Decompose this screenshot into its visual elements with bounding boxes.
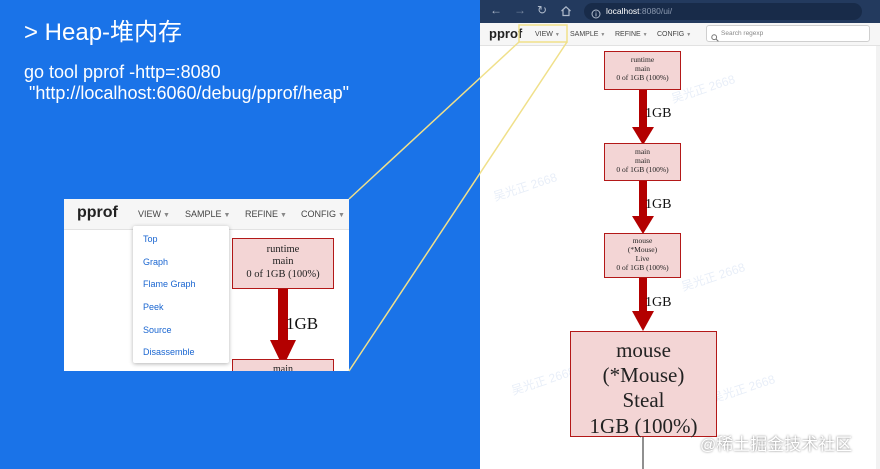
node-line: runtime bbox=[630, 55, 655, 64]
inset-menu-sample[interactable]: SAMPLE▼ bbox=[185, 209, 230, 219]
forward-arrow-icon[interactable]: → bbox=[514, 3, 526, 17]
node-line: 0 of 1GB (100%) bbox=[616, 164, 669, 174]
juejin-badge: @稀土掘金技术社区 bbox=[700, 430, 852, 455]
node-line: main bbox=[273, 364, 293, 371]
node-line: main bbox=[635, 147, 650, 156]
inset-menu-refine-label: REFINE bbox=[245, 209, 279, 219]
search-input[interactable] bbox=[721, 28, 867, 39]
graph-edge-label: 1GB bbox=[645, 295, 672, 310]
dropdown-item-peek[interactable]: Peek bbox=[143, 302, 164, 312]
inset-node-main-partial[interactable]: main bbox=[232, 359, 334, 371]
badge-at: @ bbox=[700, 437, 717, 454]
node-line: 0 of 1GB (100%) bbox=[246, 268, 320, 280]
command-line-2: "http://localhost:6060/debug/pprof/heap" bbox=[29, 83, 350, 103]
menu-refine-label: REFINE bbox=[615, 31, 641, 38]
node-line: 1GB (100%) bbox=[589, 413, 698, 438]
inset-toolbar: pprof VIEW▼ SAMPLE▼ REFINE▼ CONFIG▼ bbox=[64, 199, 349, 230]
reload-icon[interactable]: ↻ bbox=[537, 3, 548, 17]
node-line: main bbox=[272, 256, 294, 268]
graph-node-main-main[interactable]: main main 0 of 1GB (100%) bbox=[604, 143, 681, 181]
dropdown-item-flame-graph[interactable]: Flame Graph bbox=[143, 279, 196, 289]
chevron-down-icon: ▼ bbox=[642, 32, 648, 38]
menu-config-label: CONFIG bbox=[657, 31, 685, 38]
inset-menu-view-label: VIEW bbox=[138, 209, 162, 219]
graph-node-runtime-main[interactable]: runtime main 0 of 1GB (100%) bbox=[604, 51, 681, 90]
browser-window: ← → ↻ localhost:8080/ui/ pprof VIEW▼ SAM… bbox=[480, 0, 880, 469]
chevron-down-icon: ▼ bbox=[280, 212, 287, 219]
menu-config[interactable]: CONFIG▼ bbox=[657, 31, 691, 38]
menu-sample[interactable]: SAMPLE▼ bbox=[570, 31, 605, 38]
inset-menu-sample-label: SAMPLE bbox=[185, 209, 222, 219]
inset-menu-config[interactable]: CONFIG▼ bbox=[301, 209, 345, 219]
dropdown-item-top[interactable]: Top bbox=[143, 234, 158, 244]
chevron-down-icon: ▼ bbox=[338, 212, 345, 219]
chevron-down-icon: ▼ bbox=[163, 212, 170, 219]
node-line: main bbox=[635, 63, 650, 73]
node-line: mouse bbox=[616, 338, 671, 362]
menu-sample-label: SAMPLE bbox=[570, 31, 599, 38]
home-icon[interactable] bbox=[560, 4, 572, 22]
back-arrow-icon[interactable]: ← bbox=[490, 3, 502, 17]
graph-node-mouse-live[interactable]: mouse (*Mouse) Live 0 of 1GB (100%) bbox=[604, 233, 681, 278]
inset-node-runtime-main[interactable]: runtime main 0 of 1GB (100%) bbox=[232, 238, 334, 289]
graph-edge-label: 1GB bbox=[645, 197, 672, 212]
inset-menu-refine[interactable]: REFINE▼ bbox=[245, 209, 287, 219]
graph-node-mouse-steal[interactable]: mouse (*Mouse) Steal 1GB (100%) bbox=[570, 331, 717, 438]
inset-menu-view[interactable]: VIEW▼ bbox=[138, 209, 170, 219]
chevron-down-icon: ▼ bbox=[223, 212, 231, 219]
node-line: 0 of 1GB (100%) bbox=[616, 262, 669, 272]
browser-chrome: ← → ↻ localhost:8080/ui/ bbox=[480, 0, 880, 23]
menu-refine[interactable]: REFINE▼ bbox=[615, 31, 648, 38]
graph-edge-label: 1GB bbox=[645, 106, 672, 121]
view-dropdown-menu: Top Graph Flame Graph Peek Source Disass… bbox=[133, 226, 229, 363]
search-box[interactable] bbox=[706, 25, 870, 42]
node-line: runtime bbox=[266, 244, 300, 255]
node-line: mouse bbox=[632, 236, 653, 245]
command-line-1: go tool pprof -http=:8080 bbox=[24, 62, 221, 82]
badge-text: 稀土掘金技术社区 bbox=[716, 435, 853, 454]
address-bar[interactable]: localhost:8080/ui/ bbox=[584, 3, 862, 20]
node-line: Live bbox=[635, 253, 650, 263]
inset-edge-label: 1GB bbox=[286, 314, 319, 333]
inset-edge-arrow bbox=[270, 289, 296, 367]
dropdown-item-source[interactable]: Source bbox=[143, 325, 172, 335]
node-line: main bbox=[635, 155, 650, 165]
pprof-logo: pprof bbox=[489, 26, 523, 41]
url-host: localhost bbox=[606, 6, 640, 16]
slide-title: > Heap-堆内存 bbox=[24, 19, 183, 46]
chevron-down-icon: ▼ bbox=[686, 32, 692, 38]
inset-logo: pprof bbox=[77, 204, 118, 221]
node-line: 0 of 1GB (100%) bbox=[616, 72, 669, 82]
url-path: :8080/ui/ bbox=[639, 6, 673, 16]
dropdown-item-graph[interactable]: Graph bbox=[143, 257, 169, 267]
info-icon[interactable] bbox=[591, 6, 601, 24]
dropdown-item-disassemble[interactable]: Disassemble bbox=[143, 347, 195, 357]
scrollbar[interactable] bbox=[876, 46, 880, 469]
search-icon bbox=[711, 29, 719, 47]
node-line: (*Mouse) bbox=[602, 363, 685, 388]
url-text: localhost:8080/ui/ bbox=[606, 6, 672, 16]
node-line: Steal bbox=[622, 388, 665, 413]
chevron-down-icon: ▼ bbox=[600, 32, 606, 38]
inset-menu-config-label: CONFIG bbox=[301, 209, 336, 219]
node-line: (*Mouse) bbox=[627, 244, 658, 254]
call-graph-edges bbox=[632, 90, 654, 469]
